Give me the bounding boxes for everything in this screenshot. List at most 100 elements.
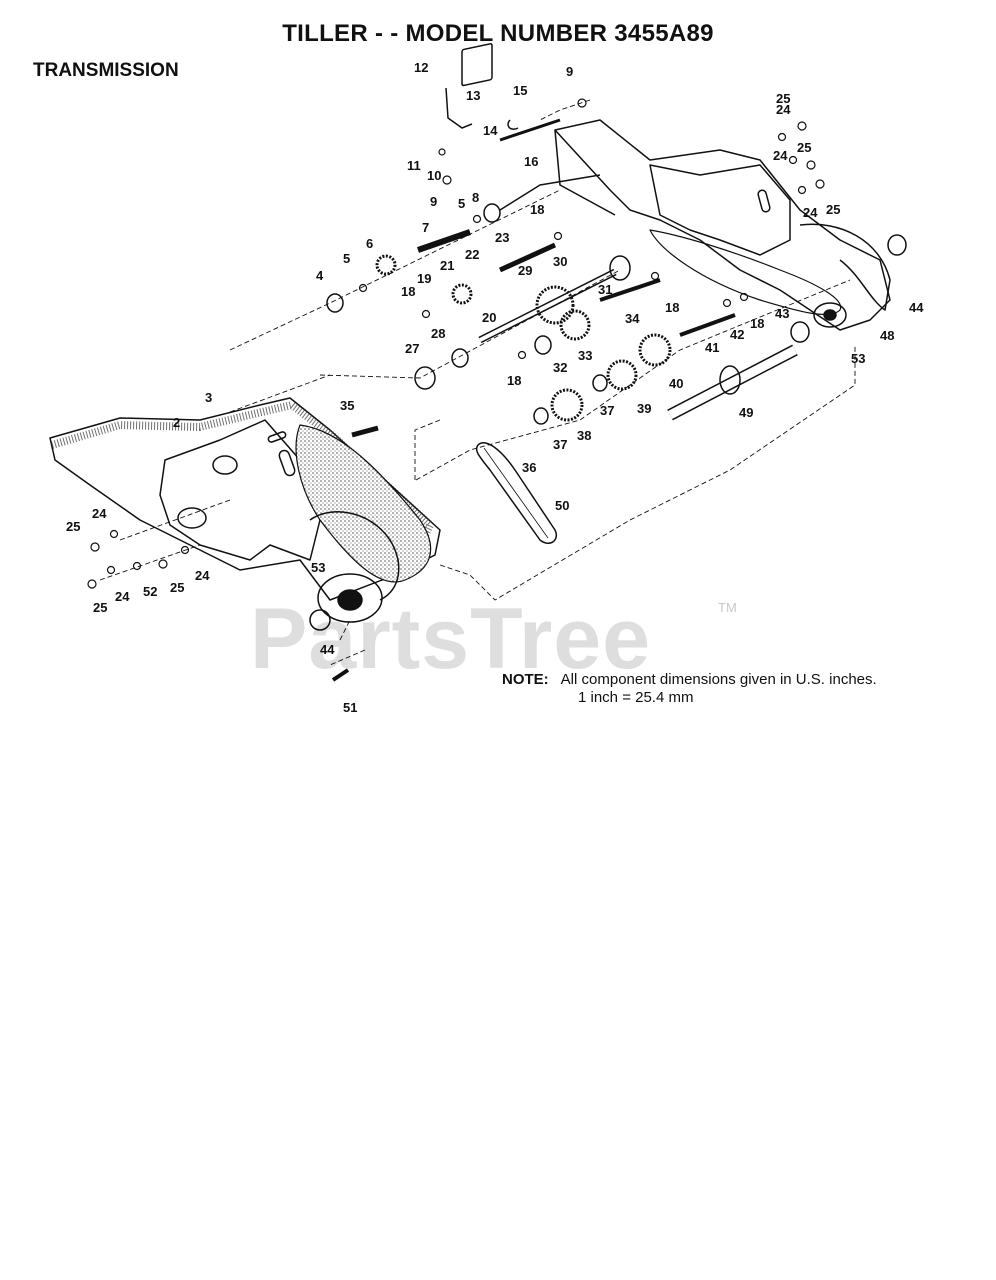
pulley-lower-left-hub bbox=[337, 589, 363, 611]
shaft-41 bbox=[679, 313, 736, 337]
belt-50 bbox=[475, 442, 557, 544]
callout-37b: 37 bbox=[553, 437, 567, 452]
gear-6 bbox=[375, 254, 397, 276]
callout-24a: 24 bbox=[92, 506, 107, 521]
fasteners bbox=[87, 98, 825, 589]
note-line1: All component dimensions given in U.S. i… bbox=[560, 671, 877, 688]
gear-38 bbox=[550, 388, 584, 422]
gear-39 bbox=[606, 359, 638, 391]
callout-40: 40 bbox=[669, 376, 683, 391]
tine-cover bbox=[499, 174, 601, 211]
callout-25c: 25 bbox=[170, 580, 184, 595]
page-title: TILLER - - MODEL NUMBER 3455A89 bbox=[282, 20, 714, 47]
callout-25f: 25 bbox=[826, 202, 840, 217]
bolt-35 bbox=[351, 425, 379, 438]
chain-left bbox=[295, 424, 432, 583]
bearing-44-left bbox=[309, 609, 331, 631]
shaft-7 bbox=[417, 229, 471, 253]
callout-25d: 25 bbox=[776, 91, 790, 106]
callout-9b: 9 bbox=[430, 194, 437, 209]
callout-30: 30 bbox=[553, 254, 567, 269]
shaft-23 bbox=[498, 242, 557, 273]
callout-20: 20 bbox=[482, 310, 496, 325]
bearing-49 bbox=[719, 365, 741, 395]
lever-12 bbox=[445, 87, 473, 129]
callout-23: 23 bbox=[495, 230, 509, 245]
gear-31 bbox=[609, 255, 631, 281]
housing-left-plate bbox=[159, 419, 321, 561]
callout-35: 35 bbox=[340, 398, 354, 413]
bearing-8 bbox=[483, 203, 501, 223]
callout-6: 6 bbox=[366, 236, 373, 251]
shaft-16 bbox=[499, 118, 561, 142]
pulley-right-hub bbox=[823, 309, 837, 321]
bolt-51 bbox=[331, 668, 350, 682]
housing-left-slot bbox=[267, 431, 287, 443]
callout-51: 51 bbox=[343, 700, 357, 715]
callout-44-left: 44 bbox=[320, 642, 335, 657]
callout-24b: 24 bbox=[115, 589, 130, 604]
bearing-4 bbox=[326, 293, 344, 313]
callout-16: 16 bbox=[524, 154, 538, 169]
bearing-43 bbox=[790, 321, 810, 343]
belt-50-inner bbox=[483, 447, 549, 539]
callout-18: 18 bbox=[530, 202, 544, 217]
note-label: NOTE: bbox=[502, 671, 549, 688]
housing-right-slot bbox=[757, 189, 771, 213]
callout-52: 52 bbox=[143, 584, 157, 599]
callout-41: 41 bbox=[705, 340, 719, 355]
bearing-27 bbox=[414, 366, 436, 390]
callout-25e: 25 bbox=[797, 140, 811, 155]
callout-18e: 18 bbox=[750, 316, 764, 331]
callout-28: 28 bbox=[431, 326, 445, 341]
watermark: PartsTree bbox=[250, 591, 652, 687]
bracket-14 bbox=[461, 43, 493, 87]
callout-31: 31 bbox=[598, 282, 612, 297]
callout-5b: 5 bbox=[343, 251, 350, 266]
clip-15 bbox=[507, 119, 519, 130]
housing-right-side bbox=[554, 129, 616, 216]
callout-18b: 18 bbox=[401, 284, 415, 299]
pulley-lower-left bbox=[317, 573, 383, 623]
cover-48 bbox=[799, 223, 891, 311]
leader-lines bbox=[99, 99, 856, 666]
housing-left-hole bbox=[177, 507, 207, 529]
bearing-32 bbox=[534, 335, 552, 355]
bearing-37b bbox=[533, 407, 549, 425]
housing-right-plate bbox=[649, 164, 791, 256]
bearing-37a bbox=[592, 374, 608, 392]
callout-8: 8 bbox=[472, 190, 479, 205]
gear-40 bbox=[638, 333, 672, 367]
chain-right bbox=[649, 229, 842, 316]
callout-43: 43 bbox=[775, 306, 789, 321]
callout-48: 48 bbox=[880, 328, 894, 343]
callout-25b: 25 bbox=[93, 600, 107, 615]
watermark-tm: TM bbox=[718, 600, 737, 615]
callout-25a: 25 bbox=[66, 519, 80, 534]
callout-22: 22 bbox=[465, 247, 479, 262]
callout-labels: 12 13 15 9 14 16 11 10 9 8 5 7 18 23 6 5… bbox=[66, 60, 924, 715]
callout-12: 12 bbox=[414, 60, 428, 75]
callout-42: 42 bbox=[730, 327, 744, 342]
callout-53-left: 53 bbox=[311, 560, 325, 575]
callout-24e: 24 bbox=[773, 148, 788, 163]
housing-left-hole bbox=[212, 455, 238, 475]
housing-left-slot bbox=[278, 449, 296, 477]
note: NOTE: All component dimensions given in U… bbox=[502, 671, 877, 689]
callout-21: 21 bbox=[440, 258, 454, 273]
callout-18d: 18 bbox=[507, 373, 521, 388]
callout-24f: 24 bbox=[803, 205, 818, 220]
callout-44-right: 44 bbox=[909, 300, 924, 315]
callout-34: 34 bbox=[625, 311, 640, 326]
callout-27: 27 bbox=[405, 341, 419, 356]
callout-18c: 18 bbox=[665, 300, 679, 315]
callout-2: 2 bbox=[173, 415, 180, 430]
callout-37: 37 bbox=[600, 403, 614, 418]
callout-33: 33 bbox=[578, 348, 592, 363]
callout-7: 7 bbox=[422, 220, 429, 235]
callout-3: 3 bbox=[205, 390, 212, 405]
housing-right bbox=[554, 119, 891, 331]
callout-9: 9 bbox=[566, 64, 573, 79]
callout-50: 50 bbox=[555, 498, 569, 513]
